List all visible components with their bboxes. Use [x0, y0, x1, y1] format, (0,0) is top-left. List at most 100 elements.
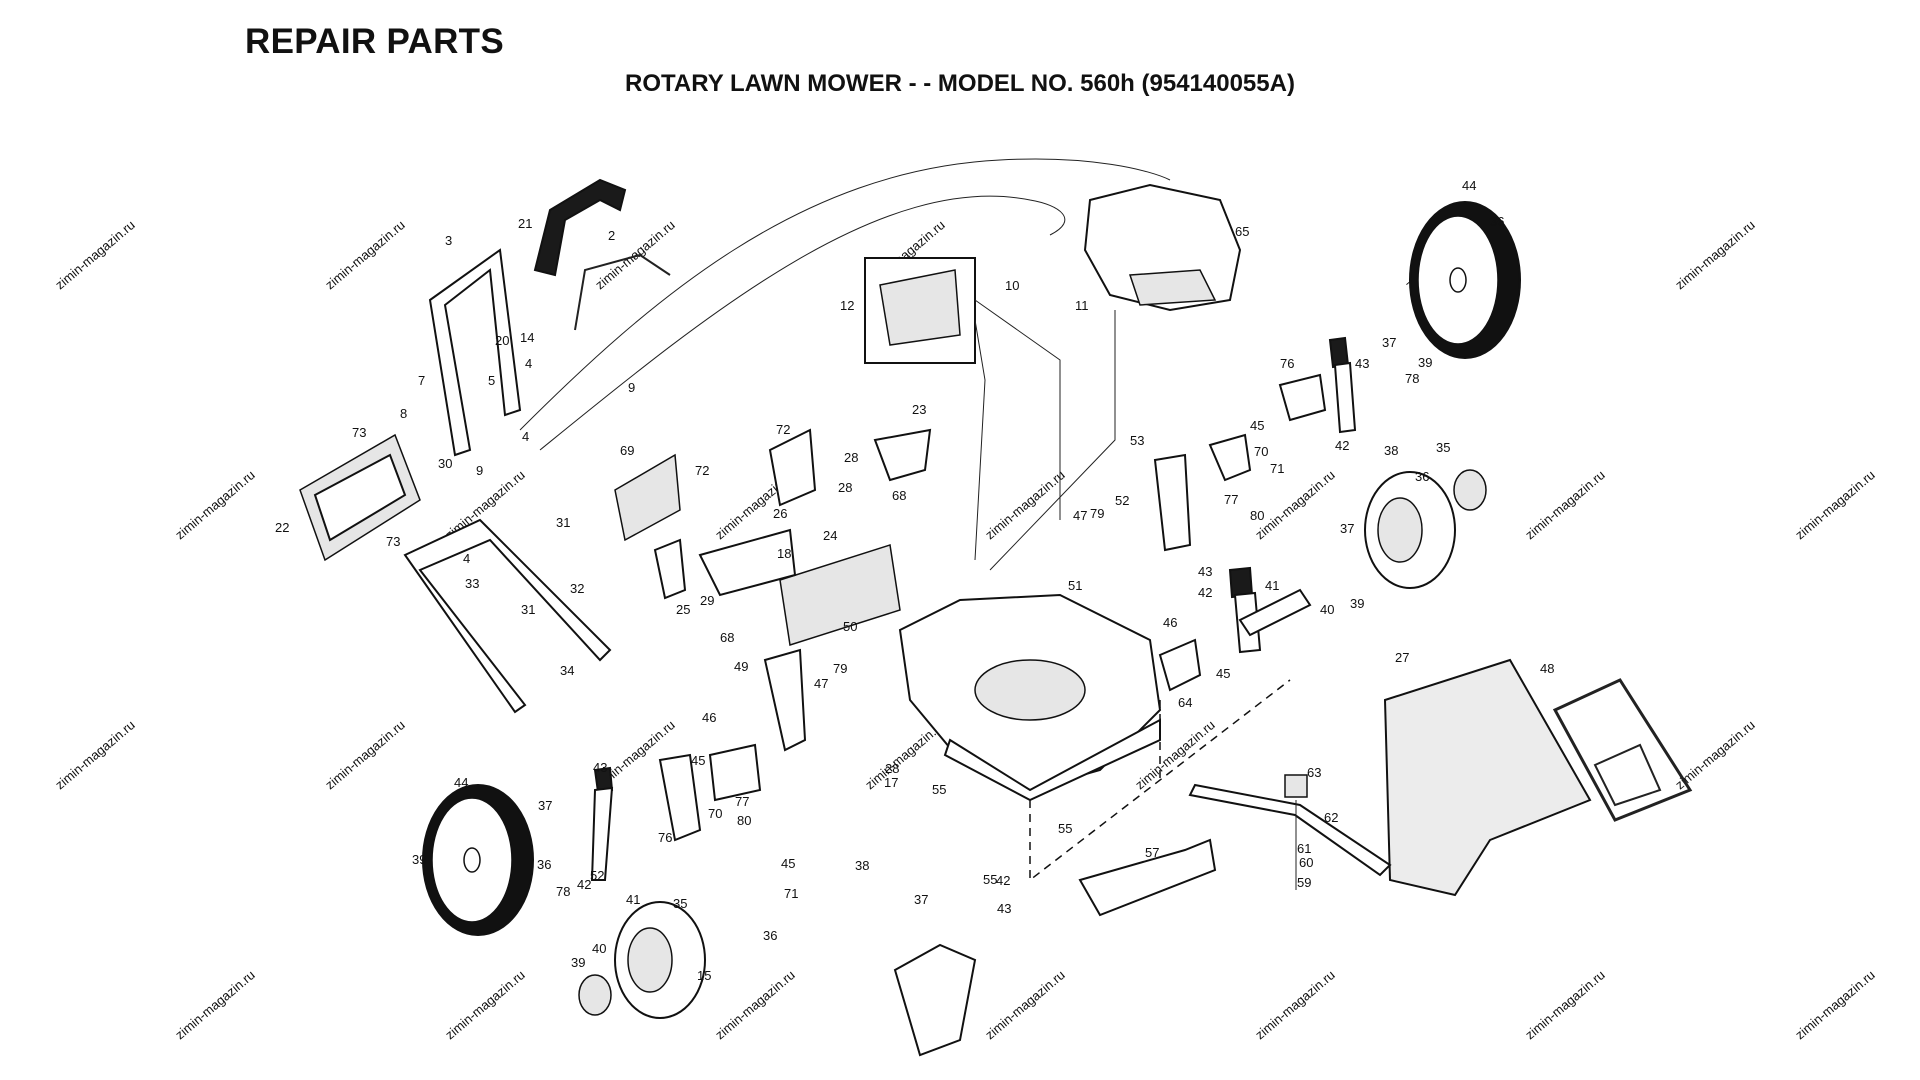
callout-number: 43	[997, 901, 1011, 916]
control-cable-1	[519, 158, 1171, 431]
callout-number: 64	[1178, 695, 1192, 710]
callout-number: 80	[737, 813, 751, 828]
watermark-text: zimin-magazin.ru	[52, 717, 137, 792]
callout-number: 47	[814, 676, 828, 691]
callout-number: 68	[720, 630, 734, 645]
axle-41-rear	[1238, 588, 1312, 637]
callout-number: 44	[1462, 178, 1476, 193]
watermark-text: zimin-magazin.ru	[52, 217, 137, 292]
callout-number: 39	[1350, 596, 1364, 611]
watermark-text: zimin-magazin.ru	[1522, 967, 1607, 1042]
callout-number: 7	[418, 373, 425, 388]
callout-number: 28	[844, 450, 858, 465]
callout-number: 4	[525, 356, 532, 371]
rear-door	[893, 943, 977, 1057]
callout-number: 3	[445, 233, 452, 248]
callout-number: 2	[608, 228, 615, 243]
callout-number: 37	[914, 892, 928, 907]
bag-frame-inner	[313, 453, 407, 542]
callout-number: 21	[518, 216, 532, 231]
wheel-plate-71-rear	[1208, 433, 1252, 482]
callout-number: 17	[884, 775, 898, 790]
bracket-25	[653, 538, 687, 600]
callout-number: 78	[556, 884, 570, 899]
rear-wheel-left	[422, 784, 534, 936]
callout-number: 68	[892, 488, 906, 503]
callout-number: 41	[1265, 578, 1279, 593]
callout-number: 41	[626, 892, 640, 907]
bracket-53	[1153, 453, 1192, 552]
bracket-76-front	[658, 753, 702, 842]
mower-blade	[1188, 783, 1392, 877]
callout-number: 51	[1068, 578, 1082, 593]
callout-number: 55	[983, 872, 997, 887]
bracket-26	[768, 428, 817, 507]
callout-number: 36	[537, 857, 551, 872]
callout-number: 61	[1297, 841, 1311, 856]
callout-number: 30	[438, 456, 452, 471]
callout-number: 26	[773, 506, 787, 521]
callout-number: 59	[1297, 875, 1311, 890]
callout-number: 35	[1436, 440, 1450, 455]
wheel-plate-46-rear	[1158, 638, 1202, 692]
callout-number: 80	[1250, 508, 1264, 523]
callout-number: 63	[1307, 765, 1321, 780]
callout-number: 37	[1340, 521, 1354, 536]
deck-skirt	[943, 718, 1161, 802]
callout-number: 73	[352, 425, 366, 440]
callout-number: 46	[702, 710, 716, 725]
callout-number: 31	[521, 602, 535, 617]
callout-number: 9	[476, 463, 483, 478]
callout-number: 40	[592, 941, 606, 956]
panel-69	[614, 453, 681, 542]
watermark-text: zimin-magazin.ru	[172, 467, 257, 542]
watermark-text: zimin-magazin.ru	[1252, 967, 1337, 1042]
control-cable-2	[539, 195, 1066, 451]
callout-number: 18	[777, 546, 791, 561]
page-title: REPAIR PARTS	[245, 22, 504, 61]
watermark-text: zimin-magazin.ru	[322, 217, 407, 292]
callout-number: 72	[695, 463, 709, 478]
callout-number: 28	[838, 480, 852, 495]
callout-number: 8	[400, 406, 407, 421]
operator-bail	[574, 253, 671, 331]
hubcap-left	[578, 974, 612, 1016]
callout-number: 73	[386, 534, 400, 549]
callout-number: 77	[1224, 492, 1238, 507]
watermark-text: zimin-magazin.ru	[982, 467, 1067, 542]
grass-bag-frame	[1552, 678, 1693, 822]
callout-number: 45	[1250, 418, 1264, 433]
callout-number: 37	[538, 798, 552, 813]
callout-number: 43	[593, 760, 607, 775]
callout-number: 36	[763, 928, 777, 943]
callout-number: 53	[1130, 433, 1144, 448]
callout-number: 40	[1320, 602, 1334, 617]
discharge-door	[779, 544, 901, 646]
callout-number: 62	[1324, 810, 1338, 825]
callout-number: 65	[1235, 224, 1249, 239]
grass-bag	[1383, 658, 1592, 897]
callout-number: 24	[823, 528, 837, 543]
callout-number: 36	[1490, 214, 1504, 229]
callout-number: 71	[1270, 461, 1284, 476]
rear-wheel-right	[1409, 201, 1521, 359]
callout-number: 20	[495, 333, 509, 348]
callout-number: 4	[463, 551, 470, 566]
callout-number: 42	[1335, 438, 1349, 453]
bracket-76-rear	[1278, 373, 1327, 422]
watermark-text: zimin-magazin.ru	[1252, 467, 1337, 542]
callout-number: 45	[1216, 666, 1230, 681]
callout-number: 45	[691, 753, 705, 768]
leader-line-1	[974, 299, 1061, 520]
callout-number: 71	[784, 886, 798, 901]
lever-42-front	[590, 786, 614, 881]
callout-number: 77	[735, 794, 749, 809]
callout-number: 46	[1163, 615, 1177, 630]
callout-number: 70	[708, 806, 722, 821]
engine-base	[1128, 269, 1217, 306]
watermark-text: zimin-magazin.ru	[442, 967, 527, 1042]
callout-number: 27	[1395, 650, 1409, 665]
callout-number: 49	[734, 659, 748, 674]
lever-42-rear	[1333, 361, 1357, 434]
